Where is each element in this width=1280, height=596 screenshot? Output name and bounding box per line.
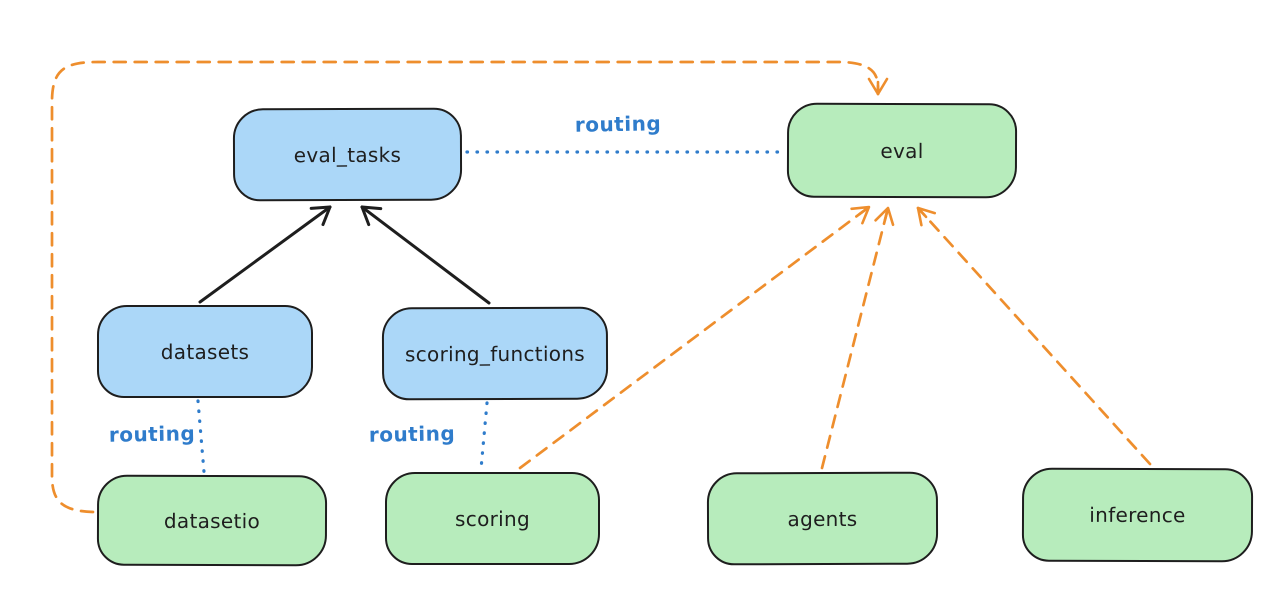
edge-agents-to-eval — [820, 206, 895, 470]
edge-label-routing-scoring-functions-scoring: routing — [368, 421, 456, 447]
edge-scoring-functions-to-eval-tasks — [360, 205, 491, 305]
node-datasetio-label: datasetio — [163, 508, 261, 533]
node-datasetio: datasetio — [96, 474, 328, 567]
edge-label-routing-eval-tasks-eval: routing — [574, 111, 662, 137]
edge-datasets-to-datasetio-routing — [196, 399, 206, 474]
node-eval-label: eval — [880, 138, 924, 163]
node-eval-tasks: eval_tasks — [232, 107, 463, 202]
node-scoring-label: scoring — [455, 506, 530, 531]
node-inference: inference — [1021, 467, 1254, 563]
node-eval-tasks-label: eval_tasks — [293, 142, 402, 167]
edge-scoring-functions-to-scoring-routing — [479, 401, 489, 471]
node-datasets-label: datasets — [160, 339, 250, 364]
node-scoring: scoring — [385, 472, 600, 565]
edge-inference-to-eval — [916, 206, 1152, 466]
node-agents: agents — [706, 471, 939, 566]
node-agents-label: agents — [787, 506, 858, 531]
edge-datasets-to-eval-tasks — [198, 205, 332, 304]
edge-scoring-to-eval — [518, 205, 871, 470]
node-scoring-functions-label: scoring_functions — [404, 341, 586, 366]
node-scoring-functions: scoring_functions — [381, 306, 609, 401]
node-datasets: datasets — [97, 305, 313, 398]
node-inference-label: inference — [1089, 502, 1186, 528]
edge-datasetio-to-eval — [50, 60, 889, 514]
edge-label-routing-datasets-datasetio: routing — [108, 421, 196, 447]
node-eval: eval — [786, 102, 1018, 199]
